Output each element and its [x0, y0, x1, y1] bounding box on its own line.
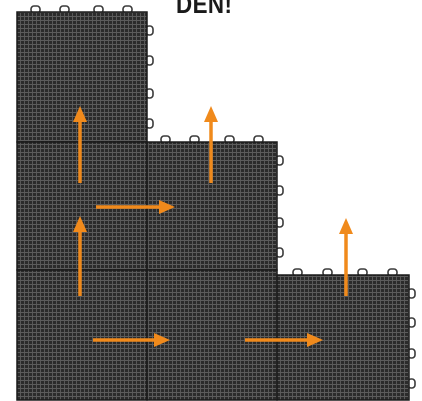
tile-col2-row3: [147, 270, 277, 400]
tile-group: [17, 12, 409, 400]
tile-col3-row3: [277, 275, 409, 400]
tile-col1-row1: [17, 12, 147, 142]
tile-col1-row3: [17, 270, 147, 400]
